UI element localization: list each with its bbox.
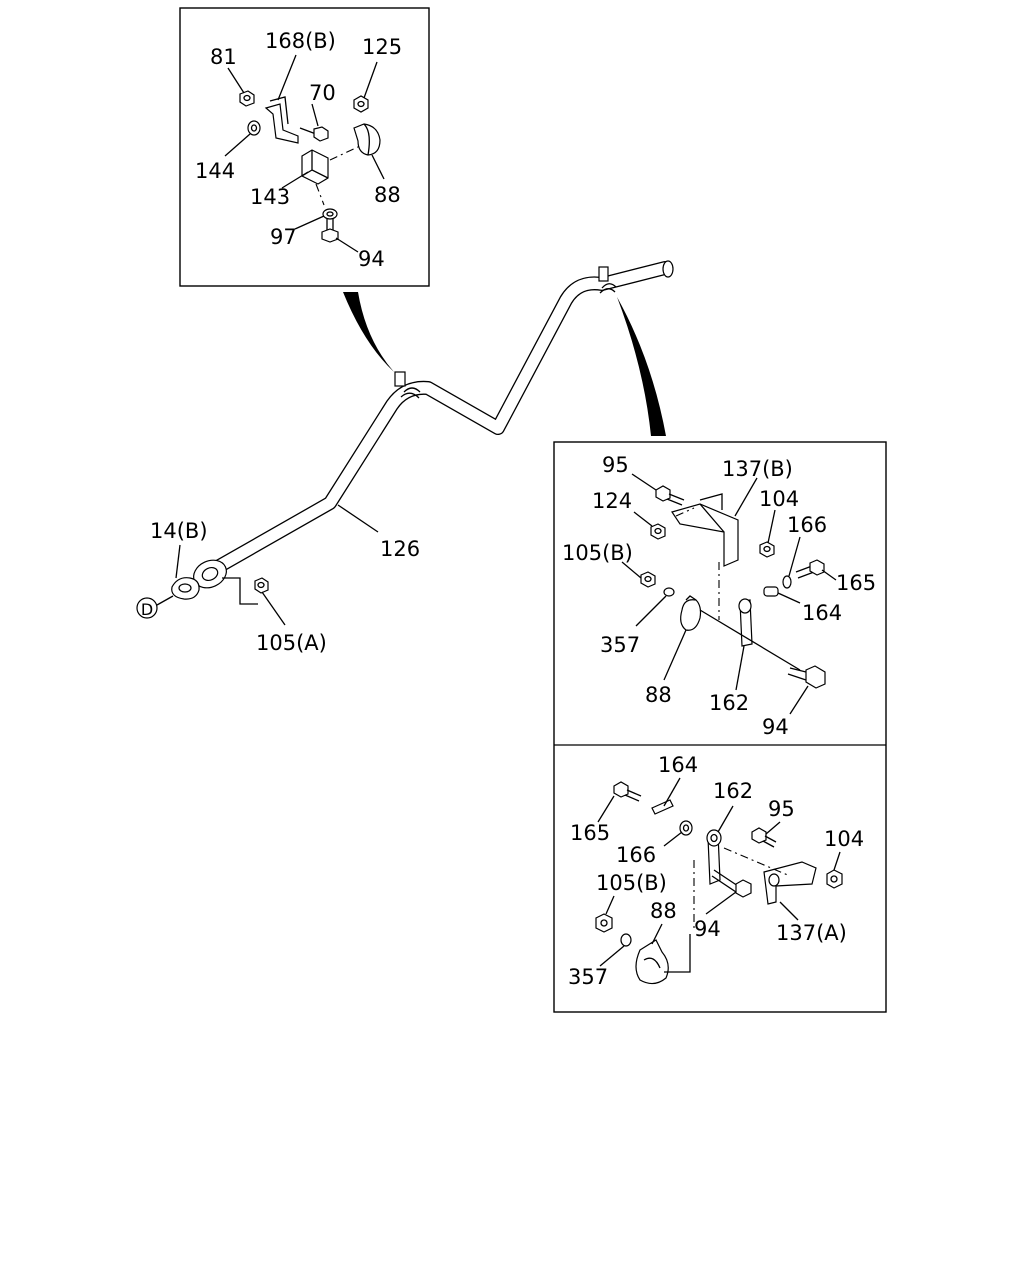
callout-105a: 105(A) [256, 631, 327, 655]
callout-97: 97 [270, 225, 297, 249]
detail-panel-lower: 164 162 95 104 165 166 105(B) 88 94 137(… [568, 753, 864, 989]
callout-137a: 137(A) [776, 921, 847, 945]
callout-88: 88 [650, 899, 677, 923]
detail-pointer-right [617, 297, 666, 436]
callout-357: 357 [600, 633, 640, 657]
callout-144: 144 [195, 159, 235, 183]
callout-70: 70 [309, 81, 336, 105]
callout-357: 357 [568, 965, 608, 989]
pipe-clamp-left [394, 371, 421, 399]
svg-text:D: D [141, 600, 153, 619]
callout-143: 143 [250, 185, 290, 209]
detail-box-right: 95 137(B) 124 104 166 105(B) 165 164 357… [553, 441, 887, 1013]
detail-pointer-top [343, 292, 394, 372]
exhaust-pipe-126 [202, 260, 674, 579]
detail-panel-upper: 95 137(B) 124 104 166 105(B) 165 164 357… [562, 453, 876, 739]
callout-94: 94 [694, 917, 721, 941]
pipe-clamp-right [598, 266, 617, 294]
callout-88: 88 [374, 183, 401, 207]
callout-165: 165 [570, 821, 610, 845]
callout-166: 166 [787, 513, 827, 537]
pipe-flange [193, 559, 227, 589]
callout-81: 81 [210, 45, 237, 69]
gasket-14b [171, 577, 200, 600]
callout-105b: 105(B) [562, 541, 633, 565]
callout-14b: 14(B) [150, 519, 208, 543]
callout-164: 164 [802, 601, 842, 625]
callout-162: 162 [709, 691, 749, 715]
callout-94: 94 [762, 715, 789, 739]
callout-125: 125 [362, 35, 402, 59]
callout-105b: 105(B) [596, 871, 667, 895]
callout-94: 94 [358, 247, 385, 271]
nut-105a [254, 577, 269, 594]
connection-marker-d: D [136, 595, 174, 619]
detail-box-top-left: 81 168(B) 125 70 144 88 143 97 94 [179, 7, 430, 287]
callout-95: 95 [602, 453, 629, 477]
callout-166: 166 [616, 843, 656, 867]
callout-126: 126 [380, 537, 420, 561]
callout-137b: 137(B) [722, 457, 793, 481]
callout-165: 165 [836, 571, 876, 595]
callout-88: 88 [645, 683, 672, 707]
callout-162: 162 [713, 779, 753, 803]
callout-104: 104 [824, 827, 864, 851]
callout-104: 104 [759, 487, 799, 511]
callout-168b: 168(B) [265, 29, 336, 53]
callout-164: 164 [658, 753, 698, 777]
callout-124: 124 [592, 489, 632, 513]
callout-95: 95 [768, 797, 795, 821]
